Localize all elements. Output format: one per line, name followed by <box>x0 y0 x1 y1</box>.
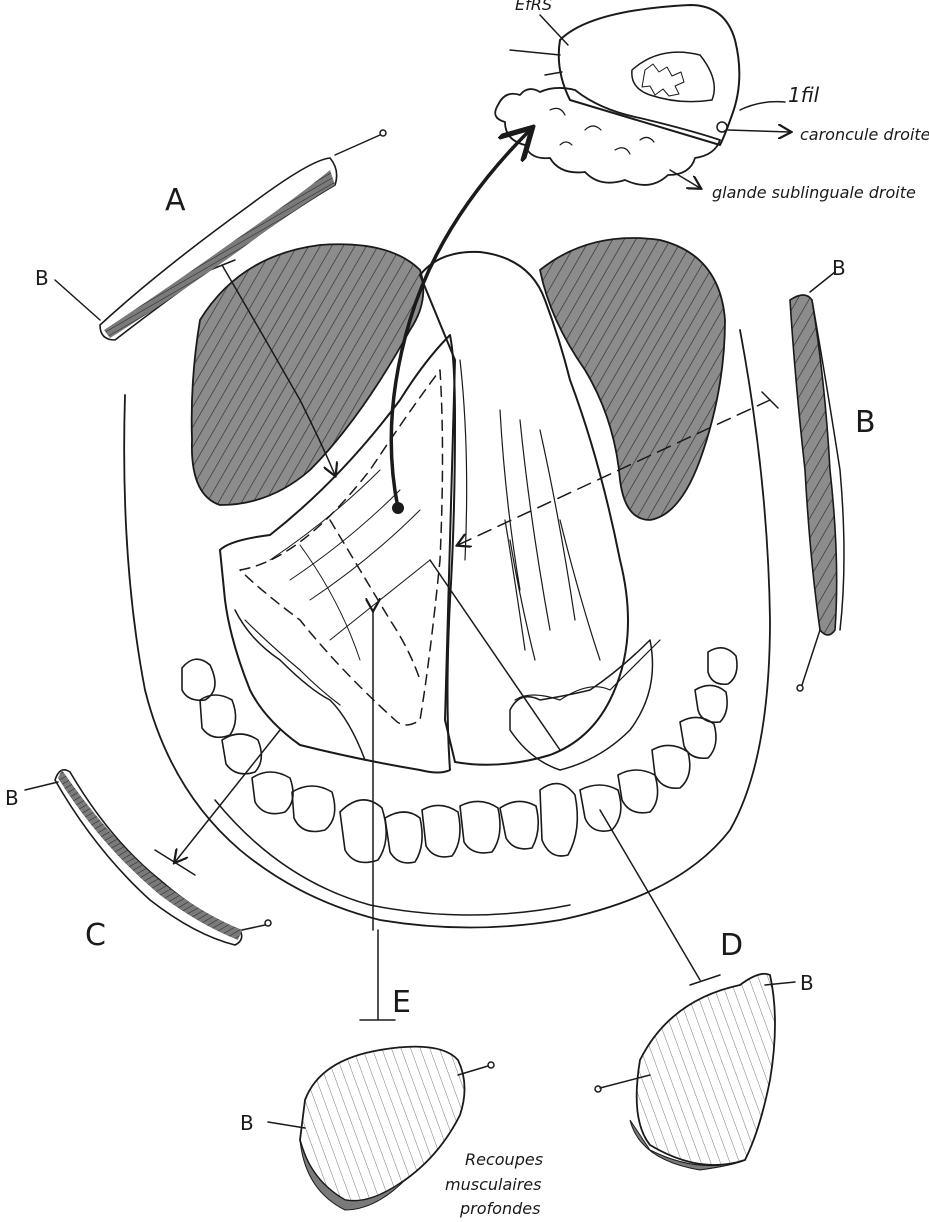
sublingual-gland <box>495 88 720 185</box>
section-c-edge-mark: B <box>5 786 19 810</box>
recoupes-line-1: Recoupes <box>465 1150 543 1169</box>
recoupes-line-2: musculaires <box>445 1175 541 1194</box>
transfer-arrow <box>391 130 530 508</box>
lower-teeth <box>182 648 737 863</box>
glande-label: glande sublinguale droite <box>712 183 916 202</box>
fil-label: 1fil <box>788 83 820 107</box>
section-a-label: A <box>165 183 186 218</box>
cross-section-b <box>790 272 844 691</box>
top-fragment-label: ЕfRS <box>515 0 552 14</box>
section-e-edge-mark: B <box>240 1111 254 1135</box>
recoupes-line-3: profondes <box>459 1199 540 1218</box>
cross-section-c <box>25 770 271 945</box>
cross-section-d <box>595 974 795 1170</box>
section-e-label: E <box>392 985 411 1020</box>
section-d-edge-mark: B <box>800 971 814 995</box>
left-cheek-hatched <box>192 244 424 505</box>
section-d-label: D <box>720 928 743 963</box>
caroncule-label: caroncule droite <box>800 125 929 144</box>
section-b-edge-mark: B <box>832 256 846 280</box>
right-cheek-hatched <box>540 238 725 520</box>
section-c-label: C <box>85 918 106 953</box>
inset-tongue-tip <box>559 5 740 145</box>
section-a-edge-mark: B <box>35 266 49 290</box>
section-b-label: B <box>855 405 876 440</box>
transfer-arrow-origin <box>392 502 404 514</box>
